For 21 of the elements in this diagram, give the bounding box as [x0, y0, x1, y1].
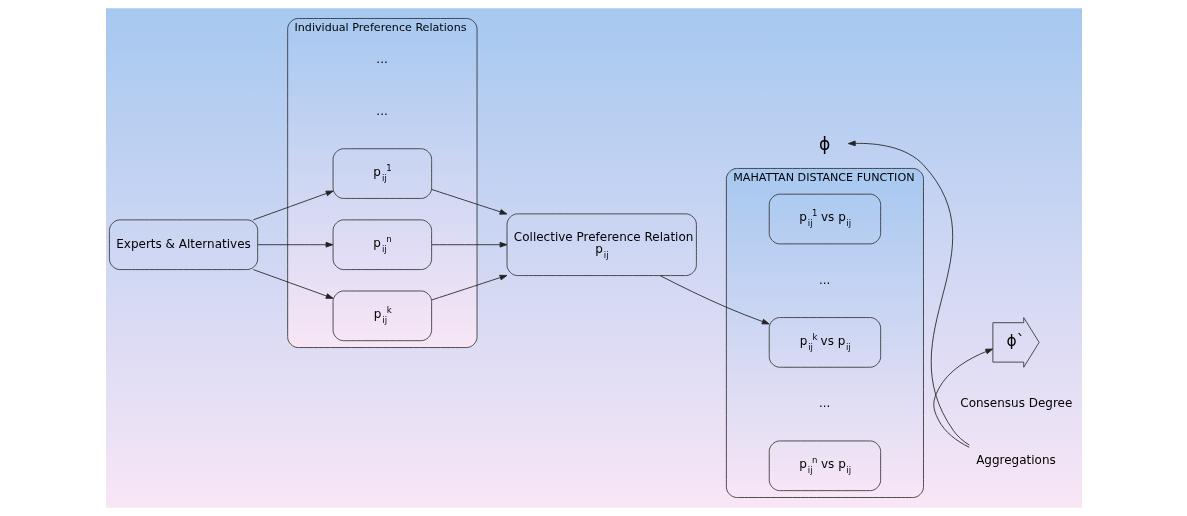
arrow — [430, 274, 507, 301]
arrow — [847, 140, 970, 446]
label: ... — [818, 396, 830, 411]
arrow — [659, 275, 770, 325]
node-box: p$_{ij}$$^{n}$ vs p$_{ij}$ — [768, 440, 881, 492]
arrow — [256, 241, 333, 248]
label: ... — [818, 272, 830, 287]
node-text: Aggregations — [975, 452, 1056, 467]
node-label: Consensus Degree — [959, 396, 1072, 411]
label: ... — [375, 104, 388, 119]
arrow — [252, 269, 333, 299]
arrow — [430, 241, 507, 248]
node-text: ϕ — [818, 134, 830, 155]
node-box: Experts & Alternatives — [108, 219, 258, 270]
arrow — [932, 348, 993, 448]
arrow — [430, 189, 507, 215]
node-box: p$_{ij}$$^{k}$ vs p$_{ij}$ — [768, 317, 881, 368]
node-box: Collective Preference Relation p$_{ij}$ — [506, 213, 697, 276]
arrow — [252, 190, 333, 221]
label: ... — [375, 51, 388, 66]
node-box: p$_{ij}$$^{1}$ vs p$_{ij}$ — [768, 193, 881, 245]
